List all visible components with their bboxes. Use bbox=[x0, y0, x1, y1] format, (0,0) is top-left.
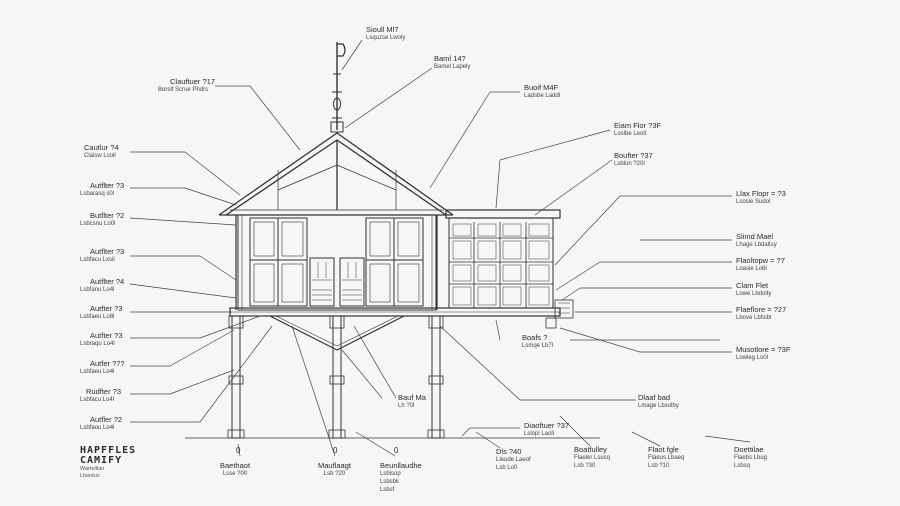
side-wing bbox=[445, 209, 574, 329]
title-line-1: HAPFFLES bbox=[80, 445, 137, 456]
support-posts bbox=[227, 215, 445, 439]
ground-mark: 0 bbox=[333, 446, 338, 455]
ground-mark: 0 bbox=[236, 446, 241, 455]
deck-structure bbox=[229, 307, 561, 351]
callout-label: Boafs ?Lsmqe Lb7l bbox=[522, 333, 554, 350]
ground-mark: 0 bbox=[394, 446, 399, 455]
title-line-2: CAMIFY bbox=[80, 455, 123, 466]
title-line-3: Wartellian bbox=[80, 466, 105, 472]
main-roof bbox=[218, 132, 454, 216]
finial bbox=[330, 42, 346, 133]
main-house-body bbox=[237, 214, 437, 311]
leader-lines bbox=[129, 39, 751, 457]
title-line-4: Lhentus bbox=[80, 473, 100, 479]
callout-label: Autfer ?7?Lsbfaeu Lo4l bbox=[80, 359, 125, 376]
callout-label: Baml 14?Bamel Lapely bbox=[434, 54, 471, 71]
title-block: HAPFFLES CAMIFY Wartellian Lhentus bbox=[80, 446, 136, 480]
